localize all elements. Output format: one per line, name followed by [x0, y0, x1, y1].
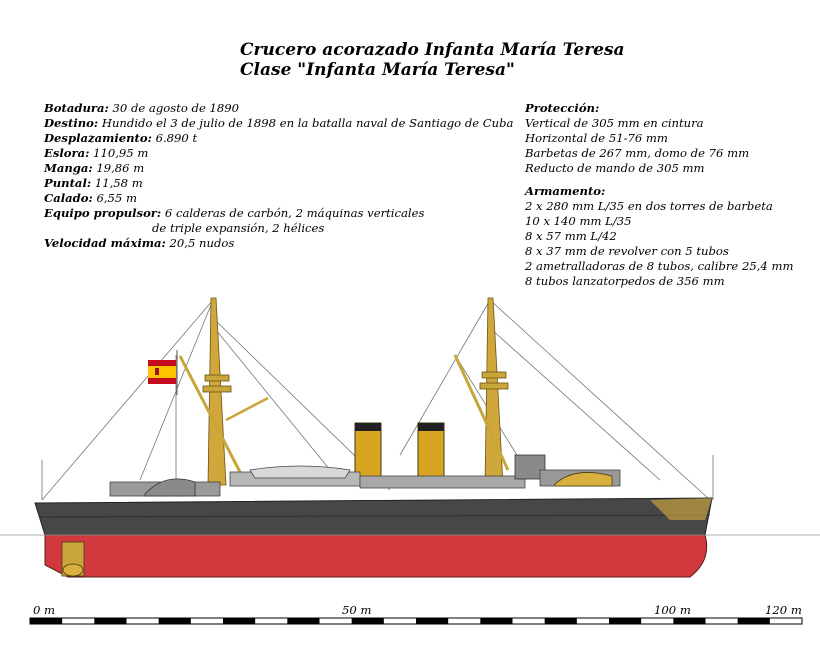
scale-ticks [30, 618, 770, 624]
spec-botadura: Botadura: 30 de agosto de 1890 [44, 101, 513, 116]
scale-segment [480, 618, 513, 624]
armament-item: 10 x 140 mm L/35 [525, 214, 632, 228]
scale-segment [351, 618, 384, 624]
spec-velocidad: Velocidad máxima: 20,5 nudos [44, 236, 513, 251]
armament-item: 8 x 37 mm de revolver con 5 tubos [525, 244, 729, 258]
scale-bar [29, 617, 803, 625]
ship-hull [34, 497, 713, 578]
superstructure [109, 454, 621, 497]
spec-desplazamiento: Desplazamiento: 6.890 t [44, 131, 513, 146]
scale-label-50: 50 m [342, 603, 372, 617]
funnels [354, 422, 445, 486]
spec-eslora: Eslora: 110,95 m [44, 146, 513, 161]
armament-item: 2 ametralladoras de 8 tubos, calibre 25,… [525, 259, 794, 273]
scale-segment [287, 618, 320, 624]
spec-value: 6.890 t [151, 131, 198, 145]
scale-segment [673, 618, 706, 624]
spec-value: Hundido el 3 de julio de 1898 en la bata… [98, 116, 514, 130]
spec-label: Desplazamiento: [44, 131, 152, 145]
spec-label: Equipo propulsor: [44, 206, 162, 220]
spec-value: 6 calderas de carbón, 2 máquinas vertica… [161, 206, 425, 220]
scale-segment [737, 618, 770, 624]
class-subtitle: Clase "Infanta María Teresa" [240, 60, 515, 80]
scale-segment [158, 618, 191, 624]
spec-value: 19,86 m [92, 161, 145, 175]
rigging-lines [41, 299, 714, 501]
spec-value: 30 de agosto de 1890 [108, 101, 239, 115]
protection-item: Barbetas de 267 mm, domo de 76 mm [525, 146, 750, 160]
protection-item: Reducto de mando de 305 mm [525, 161, 705, 175]
scale-segment [544, 618, 577, 624]
scale-segment [609, 618, 642, 624]
armament-block: Armamento: 2 x 280 mm L/35 en dos torres… [525, 184, 793, 289]
armament-item: 8 x 57 mm L/42 [525, 229, 617, 243]
protection-item: Horizontal de 51-76 mm [525, 131, 668, 145]
scale-label-120: 120 m [765, 603, 802, 617]
spec-label: Destino: [44, 116, 99, 130]
spec-label: Botadura: [44, 101, 109, 115]
spec-value: 6,55 m [92, 191, 137, 205]
spec-equipo-propulsor-cont: de triple expansión, 2 hélices [152, 221, 325, 235]
scale-segment [223, 618, 256, 624]
protection-header: Protección: [525, 101, 600, 115]
spec-label: Manga: [44, 161, 93, 175]
scale-segment [30, 618, 63, 624]
specifications-block: Botadura: 30 de agosto de 1890 Destino: … [44, 101, 513, 251]
scale-segment [94, 618, 127, 624]
spec-value: 110,95 m [89, 146, 149, 160]
spec-value: 11,58 m [91, 176, 143, 190]
spec-puntal: Puntal: 11,58 m [44, 176, 513, 191]
spec-calado: Calado: 6,55 m [44, 191, 513, 206]
spec-label: Puntal: [44, 176, 92, 190]
armament-header: Armamento: [525, 184, 606, 198]
armament-item: 2 x 280 mm L/35 en dos torres de barbeta [525, 199, 773, 213]
armament-item: 8 tubos lanzatorpedos de 356 mm [525, 274, 725, 288]
diagram-title: Crucero acorazado Infanta María Teresa [240, 40, 625, 60]
spec-value: 20,5 nudos [165, 236, 235, 250]
spec-label: Calado: [44, 191, 93, 205]
spec-destino: Destino: Hundido el 3 de julio de 1898 e… [44, 116, 513, 131]
scale-label-0: 0 m [33, 603, 56, 617]
propeller-icon [61, 541, 85, 577]
protection-item: Vertical de 305 mm en cintura [525, 116, 704, 130]
scale-segment [416, 618, 449, 624]
spec-label: Eslora: [44, 146, 90, 160]
protection-block: Protección: Vertical de 305 mm en cintur… [525, 101, 749, 176]
spec-manga: Manga: 19,86 m [44, 161, 513, 176]
scale-label-100: 100 m [654, 603, 691, 617]
masts [178, 297, 510, 486]
spec-label: Velocidad máxima: [44, 236, 166, 250]
spec-equipo-propulsor: Equipo propulsor: 6 calderas de carbón, … [44, 206, 513, 221]
spanish-flag-icon [148, 350, 178, 395]
